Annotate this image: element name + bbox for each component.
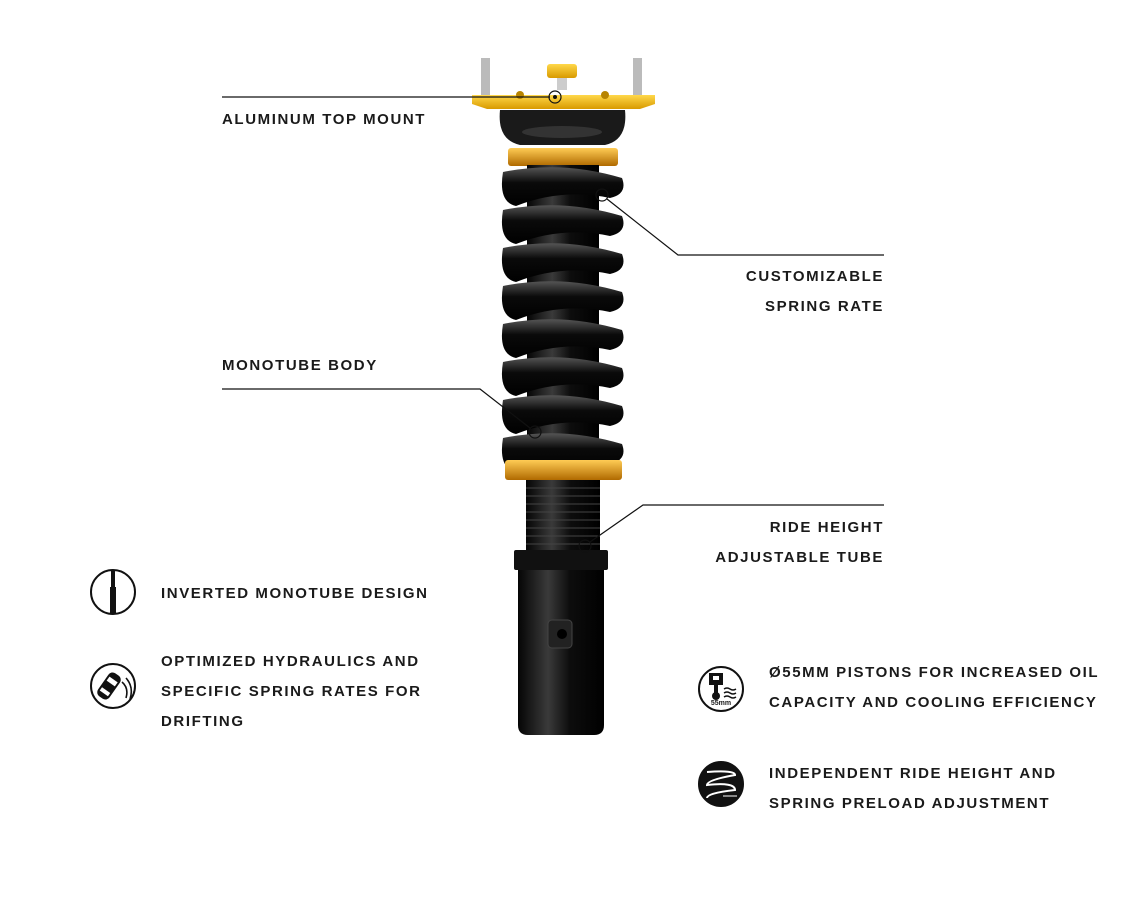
spring-adjust-icon bbox=[698, 761, 744, 807]
inverted-shock-icon bbox=[90, 569, 136, 615]
drifting-car-icon bbox=[90, 663, 136, 709]
aluminum-top-mount bbox=[472, 95, 655, 109]
callout-line-ride-height bbox=[589, 504, 884, 543]
callout-top-mount: ALUMINUM TOP MOUNT bbox=[222, 111, 427, 128]
spring-coil bbox=[501, 281, 624, 320]
feature-pistons-line1: Ø55MM PISTONS FOR INCREASED OIL bbox=[769, 664, 1100, 681]
feature-hydraulics-line1: OPTIMIZED HYDRAULICS AND bbox=[161, 653, 420, 670]
callout-ride-height-line1: RIDE HEIGHT bbox=[769, 519, 884, 536]
feature-hydraulics-line3: DRIFTING bbox=[161, 713, 245, 730]
callout-line-spring-rate bbox=[606, 198, 884, 256]
callout-monotube: MONOTUBE BODY bbox=[222, 357, 378, 374]
feature-pistons-line2: CAPACITY AND COOLING EFFICIENCY bbox=[769, 694, 1098, 711]
spring-coil bbox=[501, 167, 624, 206]
feature-ride-height-line1: INDEPENDENT RIDE HEIGHT AND bbox=[769, 765, 1057, 782]
lower-spring-seat bbox=[505, 460, 622, 480]
feature-ride-height-line2: SPRING PRELOAD ADJUSTMENT bbox=[769, 795, 1051, 812]
feature-hydraulics-line2: SPECIFIC SPRING RATES FOR bbox=[161, 683, 422, 700]
spring-coil bbox=[501, 357, 624, 396]
spring-coil bbox=[501, 243, 624, 282]
mount-stud bbox=[481, 58, 490, 96]
callout-line-monotube bbox=[222, 388, 531, 429]
piston-icon: 55mm bbox=[697, 665, 745, 713]
feature-inverted-monotube: INVERTED MONOTUBE DESIGN bbox=[161, 585, 429, 602]
callout-spring-rate-line1: CUSTOMIZABLE bbox=[745, 268, 884, 285]
damper-knob bbox=[547, 64, 577, 78]
spring-coil bbox=[501, 395, 624, 434]
callout-ride-height-line2: ADJUSTABLE TUBE bbox=[715, 549, 884, 566]
lower-body bbox=[518, 570, 604, 735]
spring-coil bbox=[501, 205, 624, 244]
callout-spring-rate-line2: SPRING RATE bbox=[765, 298, 884, 315]
spring-coil bbox=[501, 319, 624, 358]
piston-size-label: 55mm bbox=[710, 700, 732, 707]
mount-stud bbox=[633, 58, 642, 96]
